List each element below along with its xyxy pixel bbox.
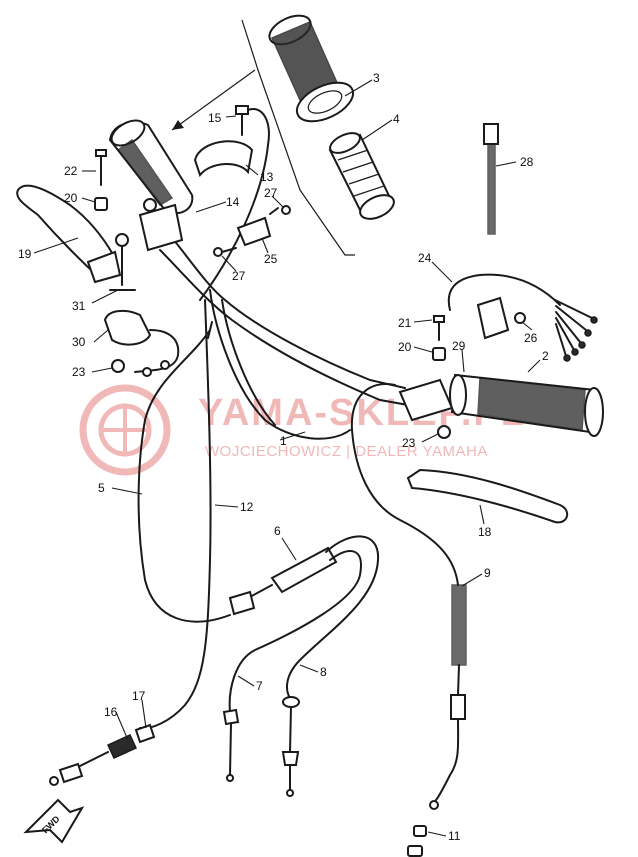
callout-27-bottom: 27 — [232, 269, 246, 283]
callout-2: 2 — [542, 349, 549, 363]
view-boundary-line — [241, 19, 355, 256]
view-arrow-head — [172, 120, 184, 130]
clutch-cable — [137, 329, 231, 623]
right-switch — [447, 273, 598, 362]
watermark-logo-icon — [79, 384, 171, 476]
callout-18: 18 — [478, 525, 492, 539]
collar-20-left — [94, 197, 108, 211]
left-lever-holder — [138, 198, 184, 252]
callout-14: 14 — [226, 195, 240, 209]
callout-30: 30 — [72, 335, 86, 349]
callout-7: 7 — [256, 679, 263, 693]
callout-5: 5 — [98, 481, 105, 495]
fwd-arrow-icon: FWD — [23, 798, 85, 844]
callout-24: 24 — [418, 251, 432, 265]
callout-9: 9 — [484, 566, 491, 580]
cable-7-end — [222, 708, 240, 782]
callout-20-left: 20 — [64, 191, 78, 205]
callout-16: 16 — [104, 705, 118, 719]
nut-23-left — [111, 359, 125, 373]
throttle-tube — [328, 132, 395, 220]
front-cable-9 — [350, 383, 459, 586]
callout-22: 22 — [64, 164, 78, 178]
clutch-switch — [103, 309, 180, 377]
cable-tie — [483, 123, 499, 235]
callout-13: 13 — [260, 170, 274, 184]
watermark-subtitle: WOJCIECHOWICZ | DEALER YAMAHA — [205, 443, 488, 460]
cable-9-sheath — [429, 584, 467, 810]
handlebar — [149, 214, 409, 440]
callouts: 1 2 3 4 5 6 7 8 9 11 12 13 14 15 16 17 1… — [18, 71, 549, 843]
bolt-22 — [95, 149, 107, 186]
left-grip — [108, 119, 194, 215]
callout-12: 12 — [240, 500, 254, 514]
callout-31: 31 — [72, 299, 86, 313]
bolt-21 — [433, 315, 445, 341]
view-arrow — [171, 69, 256, 131]
callout-17: 17 — [132, 689, 146, 703]
callout-4: 4 — [393, 112, 400, 126]
callout-29: 29 — [452, 339, 466, 353]
nut-23-right — [437, 425, 451, 439]
callout-28: 28 — [520, 155, 534, 169]
right-grip — [449, 373, 604, 437]
callout-1: 1 — [280, 434, 287, 448]
callout-11: 11 — [448, 829, 461, 843]
fitting-11 — [407, 825, 427, 857]
callout-21: 21 — [398, 316, 412, 330]
callout-23-right: 23 — [402, 436, 416, 450]
callout-15: 15 — [208, 111, 222, 125]
callout-23-left: 23 — [72, 365, 86, 379]
callout-27-top: 27 — [264, 186, 278, 200]
cable-8-end — [281, 696, 300, 797]
callout-26: 26 — [524, 331, 538, 345]
cable-adjuster — [49, 723, 156, 786]
callout-25: 25 — [264, 252, 278, 266]
callout-8: 8 — [320, 665, 327, 679]
leader-lines — [33, 79, 541, 837]
brake-lever — [406, 468, 569, 524]
pivot-pin-31 — [109, 233, 136, 291]
cable-junction — [228, 535, 380, 713]
clutch-lever — [16, 184, 122, 284]
right-grip-exploded — [268, 14, 355, 123]
screw-15 — [235, 105, 249, 136]
callout-3: 3 — [373, 71, 380, 85]
throttle-cable-top — [199, 108, 270, 301]
callout-20-right: 20 — [398, 340, 412, 354]
collar-20-right — [432, 347, 446, 361]
cable-guide-25 — [213, 205, 291, 257]
callout-6: 6 — [274, 524, 281, 538]
throttle-housing-cap — [193, 140, 254, 178]
callout-19: 19 — [18, 247, 32, 261]
cable-12 — [139, 299, 212, 730]
